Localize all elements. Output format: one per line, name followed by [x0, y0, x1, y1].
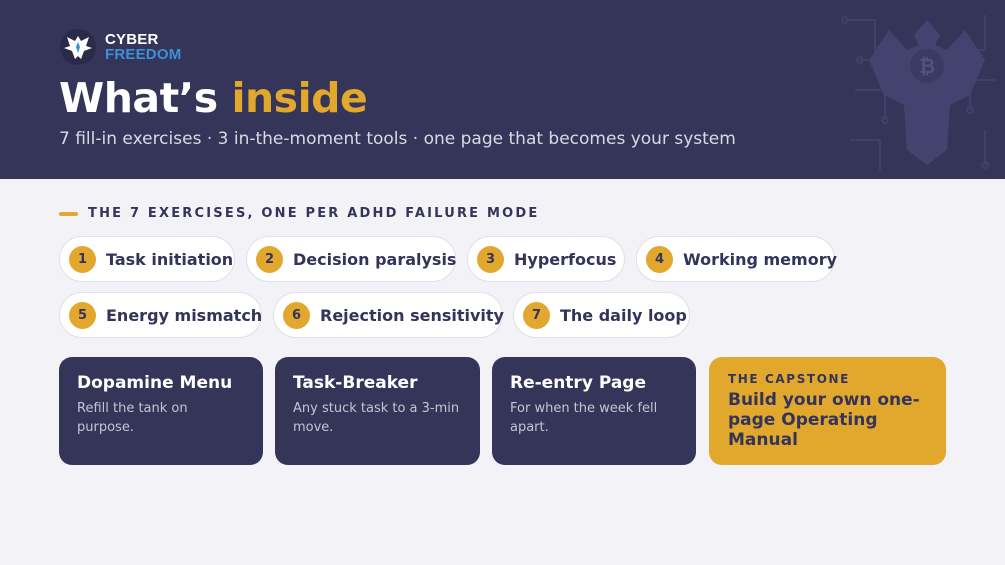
page-title: What’s inside [59, 74, 368, 122]
tool-card-description: Any stuck task to a 3-min move. [293, 401, 460, 435]
page-subtitle: 7 fill-in exercises · 3 in-the-moment to… [59, 129, 736, 149]
exercise-pill: 7 The daily loop [513, 292, 690, 338]
exercise-number-badge: 7 [523, 301, 550, 329]
exercise-label: Rejection sensitivity [320, 305, 504, 325]
capstone-text: Build your own one-page Operating Manual [728, 390, 920, 450]
tool-card-description: Refill the tank on purpose. [77, 401, 188, 435]
capstone-card: THE CAPSTONE Build your own one-page Ope… [709, 357, 946, 465]
exercise-label: Energy mismatch [106, 305, 263, 325]
brand-logo: CYBER FREEDOM [59, 28, 181, 66]
exercise-pill: 4 Working memory [636, 236, 838, 282]
exercise-label: The daily loop [560, 305, 687, 325]
section-heading-text: THE 7 EXERCISES, ONE PER ADHD FAILURE MO… [88, 206, 540, 221]
brand-name-line2: FREEDOM [105, 46, 182, 63]
exercise-number-badge: 1 [69, 245, 96, 273]
capstone-kicker: THE CAPSTONE [728, 372, 850, 386]
tool-card-description: For when the week fell apart. [510, 401, 658, 435]
title-main: What’s [59, 74, 232, 122]
exercise-pill: 5 Energy mismatch [59, 292, 262, 338]
exercise-pill: 6 Rejection sensitivity [273, 292, 504, 338]
title-accent: inside [231, 74, 368, 122]
circuit-eagle-bitcoin-icon: ₿ [841, 15, 995, 170]
tool-card-task-breaker: Task-Breaker Any stuck task to a 3-min m… [275, 357, 480, 465]
exercise-label: Task initiation [106, 249, 234, 269]
eagle-logo-icon [60, 29, 96, 65]
section-heading: THE 7 EXERCISES, ONE PER ADHD FAILURE MO… [59, 206, 539, 221]
exercise-label: Hyperfocus [514, 249, 617, 269]
exercise-pill: 3 Hyperfocus [467, 236, 625, 282]
tool-card-dopamine-menu: Dopamine Menu Refill the tank on purpose… [59, 357, 263, 465]
exercise-number-badge: 2 [256, 245, 283, 273]
exercise-number-badge: 4 [646, 245, 673, 273]
exercise-number-badge: 3 [477, 245, 504, 273]
tool-card-re-entry-page: Re-entry Page For when the week fell apa… [492, 357, 696, 465]
brand-name-line1: CYBER [105, 31, 159, 48]
exercise-number-badge: 5 [69, 301, 96, 329]
tool-card-title: Re-entry Page [510, 373, 646, 393]
section-accent-bar [59, 211, 78, 216]
exercise-pill: 1 Task initiation [59, 236, 235, 282]
exercise-label: Working memory [683, 249, 838, 269]
svg-text:₿: ₿ [919, 54, 935, 78]
tool-card-title: Dopamine Menu [77, 373, 233, 393]
tool-card-title: Task-Breaker [293, 373, 418, 393]
exercise-number-badge: 6 [283, 301, 310, 329]
hero-banner: ₿ CYBER FREEDOM What’s inside 7 fill-in … [0, 0, 1005, 179]
exercise-label: Decision paralysis [293, 249, 457, 269]
exercise-pill: 2 Decision paralysis [246, 236, 456, 282]
